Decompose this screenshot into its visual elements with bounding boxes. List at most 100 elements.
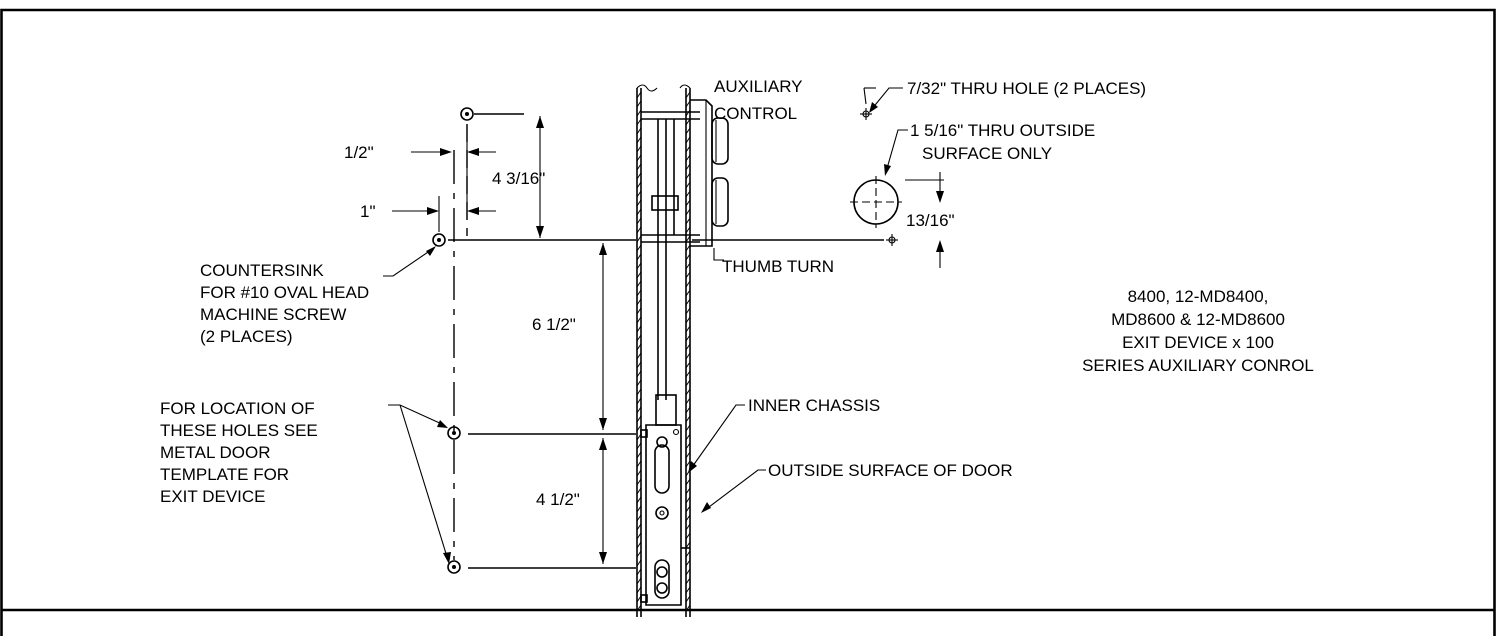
hatch-line — [636, 136, 642, 144]
hatch-line — [636, 253, 642, 261]
countersink-label-2: FOR #10 OVAL HEAD — [200, 283, 369, 302]
hatch-line — [636, 181, 642, 189]
hatch-line — [685, 181, 691, 189]
hatch-line — [685, 154, 691, 162]
hatch-line — [685, 199, 691, 207]
dimension-lines — [392, 116, 944, 564]
hatch-line — [636, 109, 642, 117]
hatch-line — [636, 460, 642, 468]
hatch-line — [685, 442, 691, 450]
hatch-line — [636, 343, 642, 351]
hatch-line — [685, 289, 691, 297]
hatch-line — [636, 397, 642, 405]
door-section — [636, 84, 691, 617]
location-label-2: THESE HOLES SEE — [160, 421, 318, 440]
hatch-line — [685, 478, 691, 486]
hatch-line — [636, 487, 642, 495]
hatch-line — [685, 532, 691, 540]
hatch-line — [636, 208, 642, 216]
inner-chassis — [640, 394, 690, 606]
hatch-line — [636, 325, 642, 333]
hatch-line — [685, 604, 691, 612]
hatch-line — [685, 505, 691, 513]
outside-hole-label-1: 1 5/16" THRU OUTSIDE — [910, 121, 1095, 140]
hole-markers — [432, 107, 902, 574]
hatch-line — [685, 217, 691, 225]
hatch-line — [685, 406, 691, 414]
dim-four-3-16: 4 3/16" — [492, 169, 545, 188]
drawing-frame — [0, 8, 1496, 636]
hatch-line — [685, 262, 691, 270]
countersink-label-4: (2 PLACES) — [200, 327, 293, 346]
hatch-line — [685, 343, 691, 351]
hatch-line — [685, 271, 691, 279]
hatch-line — [636, 217, 642, 225]
title-line-1: 8400, 12-MD8400, — [1128, 287, 1269, 306]
hatch-line — [685, 496, 691, 504]
hatch-line — [685, 298, 691, 306]
hatch-line — [636, 271, 642, 279]
thru-hole-icon — [860, 108, 872, 120]
control-label: CONTROL — [714, 104, 797, 123]
hatch-line — [685, 109, 691, 117]
hatch-line — [685, 280, 691, 288]
hatch-line — [636, 190, 642, 198]
hatch-line — [685, 163, 691, 171]
hatch-line — [636, 415, 642, 423]
leader-lines — [383, 87, 908, 564]
hatch-line — [636, 199, 642, 207]
hatch-line — [685, 127, 691, 135]
hatch-line — [636, 379, 642, 387]
hatch-line — [685, 235, 691, 243]
hatch-line — [685, 136, 691, 144]
hatch-line — [685, 352, 691, 360]
hatch-line — [685, 397, 691, 405]
hatch-line — [636, 154, 642, 162]
hatch-line — [685, 118, 691, 126]
thumb-turn-label: THUMB TURN — [722, 257, 834, 276]
hatch-line — [636, 478, 642, 486]
hatch-line — [636, 307, 642, 315]
title-line-4: SERIES AUXILIARY CONROL — [1082, 356, 1314, 375]
outside-surface-label: OUTSIDE SURFACE OF DOOR — [768, 461, 1013, 480]
hatch-line — [636, 262, 642, 270]
location-label-3: METAL DOOR — [160, 443, 271, 462]
hatch-line — [685, 559, 691, 567]
hatch-line — [685, 145, 691, 153]
hatch-line — [636, 352, 642, 360]
dim-half-inch: 1/2" — [344, 143, 374, 162]
hatch-line — [636, 532, 642, 540]
hatch-line — [636, 172, 642, 180]
hatch-line — [685, 388, 691, 396]
hatch-line — [636, 469, 642, 477]
inner-chassis-label: INNER CHASSIS — [748, 396, 880, 415]
hatch-line — [685, 190, 691, 198]
hatch-line — [636, 586, 642, 594]
title-line-3: EXIT DEVICE x 100 — [1122, 333, 1274, 352]
hatch-line — [685, 541, 691, 549]
thru-hole-label: 7/32" THRU HOLE (2 PLACES) — [907, 79, 1146, 98]
hatch-line — [636, 604, 642, 612]
hatch-line — [685, 361, 691, 369]
hatch-line — [685, 433, 691, 441]
hatch-line — [636, 289, 642, 297]
hatch-line — [685, 91, 691, 99]
hatch-line — [685, 577, 691, 585]
hatch-line — [636, 226, 642, 234]
hatch-line — [685, 586, 691, 594]
hatch-line — [636, 334, 642, 342]
hatch-line — [636, 163, 642, 171]
hatch-line — [636, 370, 642, 378]
hatch-line — [685, 370, 691, 378]
hatch-line — [636, 388, 642, 396]
hatch-line — [636, 514, 642, 522]
hatch-line — [636, 118, 642, 126]
hatch-line — [636, 550, 642, 558]
location-label-5: EXIT DEVICE — [160, 487, 266, 506]
hatch-line — [685, 451, 691, 459]
outside-hole-label-2: SURFACE ONLY — [922, 144, 1052, 163]
hatch-line — [636, 523, 642, 531]
hatch-line — [685, 253, 691, 261]
hatch-line — [685, 550, 691, 558]
